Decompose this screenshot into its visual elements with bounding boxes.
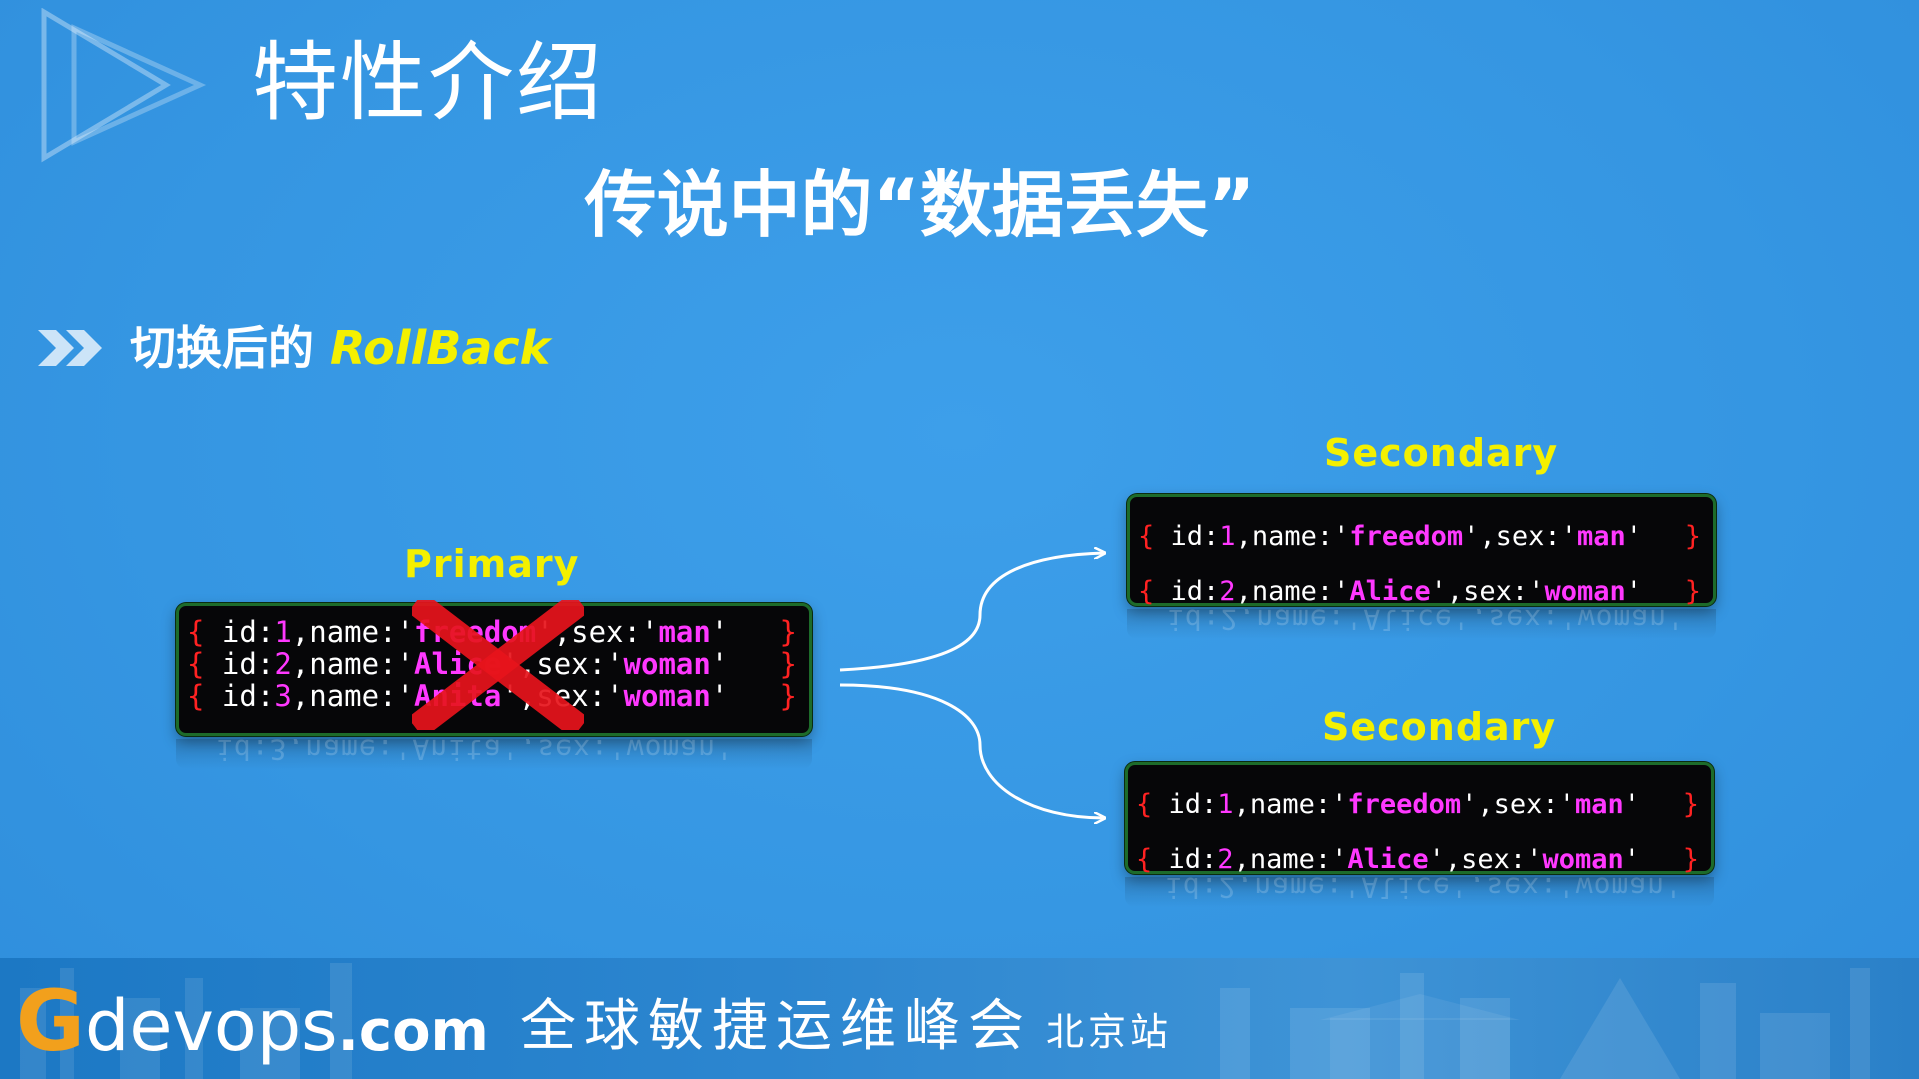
footer-banner: Gdevops.com 全球敏捷运维峰会北京站 <box>0 958 1919 1079</box>
event-title: 全球敏捷运维峰会北京站 <box>520 992 1172 1067</box>
event-name: 全球敏捷运维峰会 <box>520 994 1032 1059</box>
secondary-2-record-1: { id:1,name:'freedom',sex:'man'} <box>1136 789 1699 820</box>
replication-arrows <box>839 535 1110 835</box>
arrow-to-secondary-1 <box>839 553 1104 672</box>
play-icon <box>41 8 207 163</box>
double-chevron-icon <box>38 330 102 366</box>
cross-mark-icon <box>412 600 584 730</box>
secondary-1-code-box: { id:1,name:'freedom',sex:'man'} { id:2,… <box>1127 494 1716 607</box>
primary-record-1: { id:1,name:'freedom',sex:'man'} <box>187 615 797 649</box>
primary-reflection: id:3,name:'Anita',sex:'woman' <box>176 739 812 769</box>
brand-logo-g: G <box>16 972 85 1070</box>
bullet-highlight: RollBack <box>330 321 551 375</box>
secondary-2-label: Secondary <box>1322 705 1557 749</box>
bullet-prefix: 切换后的 <box>130 321 331 375</box>
secondary-2-code-box: { id:1,name:'freedom',sex:'man'} { id:2,… <box>1125 762 1714 875</box>
city-skyline-image <box>20 963 1870 1079</box>
secondary-1-record-2: { id:2,name:'Alice',sex:'woman'} <box>1138 576 1701 607</box>
slide-subtitle: 传说中的“数据丢失” <box>584 163 1256 247</box>
secondary-2-reflection: id:2,name:'Alice',sex:'woman' <box>1125 877 1714 907</box>
secondary-1-record-1: { id:1,name:'freedom',sex:'man'} <box>1138 521 1701 552</box>
secondary-2-record-2: { id:2,name:'Alice',sex:'woman'} <box>1136 844 1699 875</box>
primary-label: Primary <box>404 542 580 586</box>
bullet-heading: 切换后的 RollBack <box>130 318 550 378</box>
event-site: 北京站 <box>1046 1010 1173 1054</box>
brand-logo-name: devops <box>84 985 338 1067</box>
secondary-1-reflection: id:2,name:'Alice',sex:'woman' <box>1127 609 1716 639</box>
arrow-to-secondary-2 <box>839 683 1104 818</box>
secondary-1-label: Secondary <box>1324 431 1559 475</box>
brand-logo-domain: .com <box>337 999 489 1064</box>
brand-logo: Gdevops.com <box>16 976 489 1067</box>
slide-title: 特性介绍 <box>252 33 604 133</box>
